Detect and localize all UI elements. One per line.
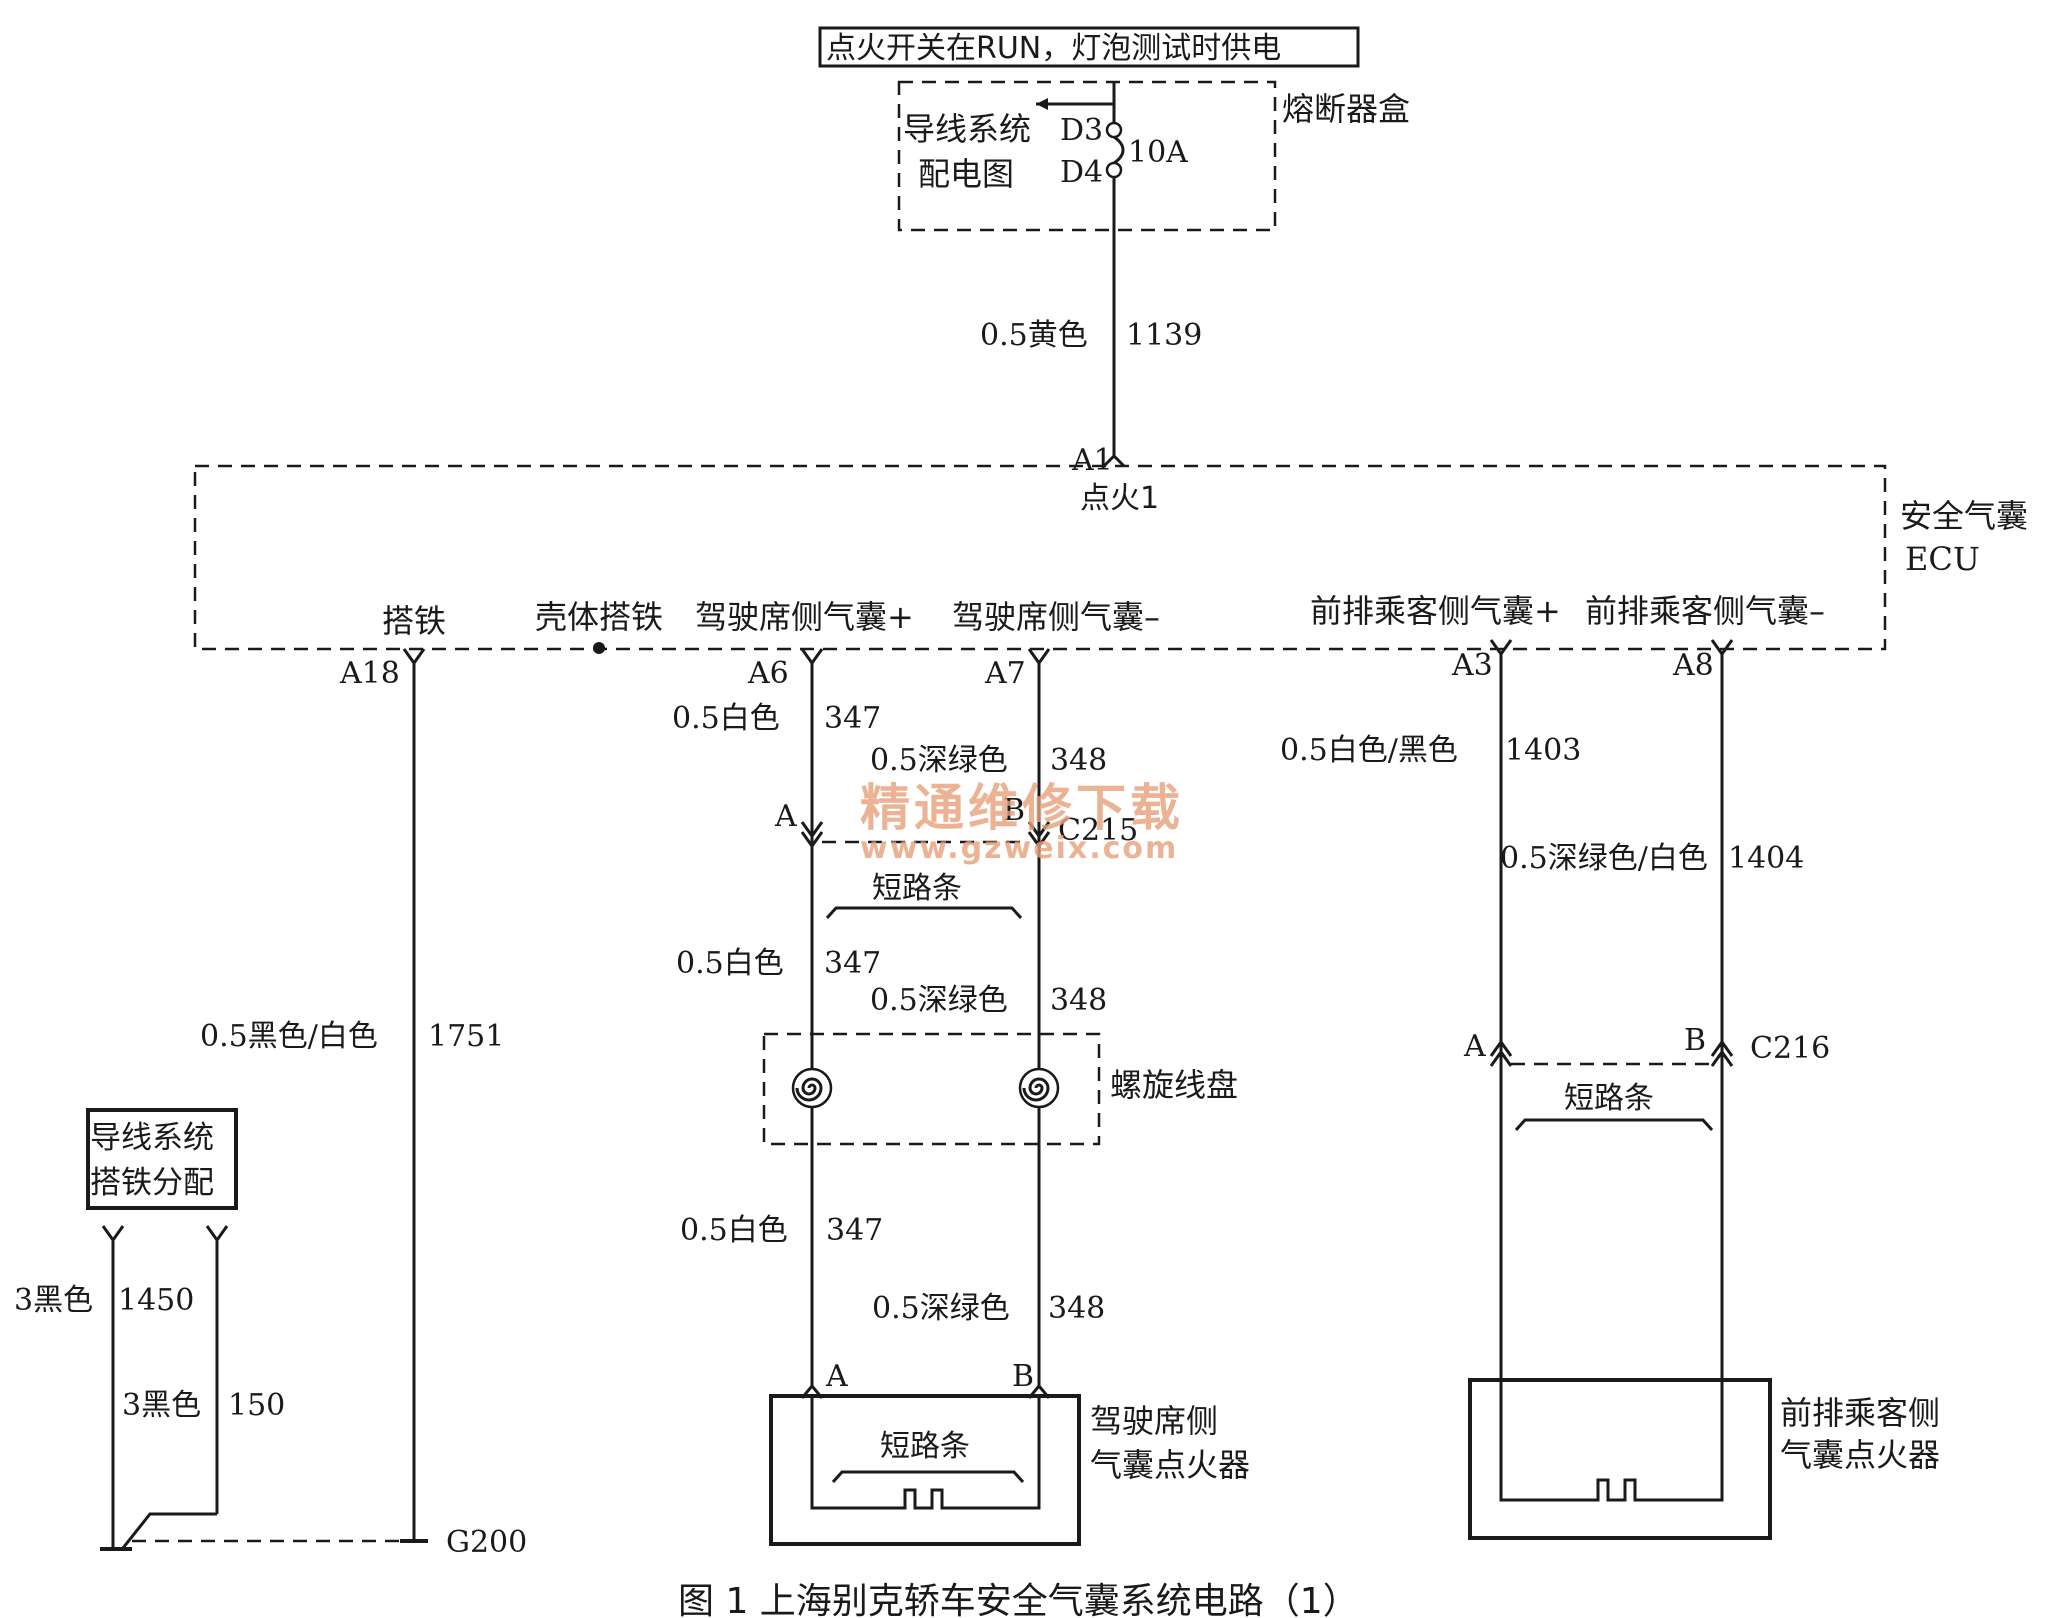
fuse-box: 熔断器盒 导线系统 配电图 D3 D4 10A <box>897 80 1410 232</box>
wire-348-b-circuit: 348 <box>1050 983 1107 1018</box>
wire-348-a-color: 0.5深绿色 <box>870 743 1008 778</box>
ground-distribution-box: 导线系统 搭铁分配 3黑色 1450 3黑色 150 G200 <box>14 1108 527 1560</box>
c215-shorting-bar: 短路条 <box>872 871 962 906</box>
wire-1751: 0.5黑色/白色 1751 <box>200 663 504 1541</box>
header-power-text: 点火开关在RUN，灯泡测试时供电 <box>826 31 1281 66</box>
wire-1139-color: 0.5黄色 <box>980 318 1088 353</box>
driver-igniter-pin-b: B <box>1012 1359 1034 1394</box>
fuse-box-label: 熔断器盒 <box>1282 90 1410 128</box>
wire-1404-circuit: 1404 <box>1728 841 1804 876</box>
ecu-pass-minus: 前排乘客侧气囊– <box>1585 592 1825 630</box>
airbag-ecu: 安全气囊 ECU A1 点火1 搭铁 壳体搭铁 驾驶席侧气囊+ 驾驶席侧气囊– … <box>193 443 2028 691</box>
driver-igniter-squib-icon <box>810 1428 1041 1510</box>
passenger-igniter-box <box>1468 1378 1772 1540</box>
watermark-line1: 精通维修下载 <box>860 779 1184 837</box>
c215-name: C215 <box>1058 813 1138 848</box>
figure-caption: 图 1 上海别克轿车安全气囊系统电路（1） <box>678 1581 1359 1618</box>
wire-347-a-color: 0.5白色 <box>672 701 780 736</box>
driver-igniter-pin-a: A <box>825 1359 848 1394</box>
clock-spring-coil-left-icon <box>791 1067 833 1109</box>
c216-pin-a: A <box>1463 1029 1486 1064</box>
driver-igniter-box <box>769 1394 1081 1546</box>
wire-347-a-circuit: 347 <box>824 701 881 736</box>
c216-name: C216 <box>1750 1031 1830 1066</box>
ecu-pin-a6: A6 <box>747 656 789 691</box>
shorting-bar-bracket <box>831 1470 1025 1484</box>
driver-igniter-line1: 驾驶席侧 <box>1090 1402 1218 1440</box>
ground-point-g200: G200 <box>446 1525 527 1560</box>
wire-150-circuit: 150 <box>228 1388 285 1423</box>
connector-icon <box>1102 453 1126 468</box>
ecu-ignition: 点火1 <box>1080 481 1159 516</box>
clock-spring-coil-right-icon <box>1018 1067 1060 1109</box>
shorting-bar-bracket <box>1514 1118 1714 1132</box>
wire-347-c-color: 0.5白色 <box>680 1213 788 1248</box>
wire-1404-color: 0.5深绿色/白色 <box>1500 841 1708 876</box>
pass-igniter-line2: 气囊点火器 <box>1780 1436 1940 1474</box>
ecu-label-line2: ECU <box>1905 540 1980 578</box>
wire-1751-color: 0.5黑色/白色 <box>200 1019 378 1054</box>
fuse-pin-d4: D4 <box>1060 155 1103 190</box>
fuse-box-line1: 导线系统 <box>903 110 1031 148</box>
ground-dist-line1: 导线系统 <box>90 1120 214 1156</box>
clock-spring-label: 螺旋线盘 <box>1110 1066 1238 1104</box>
wire-1403-circuit: 1403 <box>1505 733 1581 768</box>
wire-1751-circuit: 1751 <box>428 1019 504 1054</box>
wire-347-b-color: 0.5白色 <box>676 946 784 981</box>
ecu-pin-a7: A7 <box>984 656 1026 691</box>
wire-347-b-circuit: 347 <box>824 946 881 981</box>
wire-348-c-color: 0.5深绿色 <box>872 1291 1010 1326</box>
driver-igniter-shorting-bar: 短路条 <box>880 1429 970 1464</box>
fuse-box-line2: 配电图 <box>918 155 1014 193</box>
wire-1403-color: 0.5白色/黑色 <box>1280 733 1458 768</box>
fuse-rating: 10A <box>1128 135 1188 170</box>
ecu-driver-plus: 驾驶席侧气囊+ <box>695 598 914 636</box>
ecu-ground: 搭铁 <box>382 602 446 640</box>
ecu-pin-a3: A3 <box>1451 648 1493 683</box>
driver-igniter-line2: 气囊点火器 <box>1090 1446 1250 1484</box>
ecu-driver-minus: 驾驶席侧气囊– <box>952 598 1160 636</box>
ground-dist-line2: 搭铁分配 <box>90 1165 214 1201</box>
fuse-pin-d3: D3 <box>1060 113 1103 148</box>
header-power-box: 点火开关在RUN，灯泡测试时供电 <box>818 26 1360 68</box>
wire-1139: 0.5黄色 1139 <box>980 177 1202 458</box>
c215-pin-a: A <box>774 799 797 834</box>
c216-pin-b: B <box>1684 1023 1706 1058</box>
wire-1450-color: 3黑色 <box>14 1283 93 1318</box>
ecu-case-ground: 壳体搭铁 <box>535 598 663 636</box>
wire-150-color: 3黑色 <box>122 1388 201 1423</box>
ecu-pin-a8: A8 <box>1672 648 1714 683</box>
shorting-bar-bracket <box>825 906 1023 920</box>
passenger-circuit: 0.5白色/黑色 1403 0.5深绿色/白色 1404 A B C216 短路… <box>1280 654 1940 1540</box>
fuse-icon <box>1105 121 1123 139</box>
c215-pin-b: B <box>1003 793 1025 828</box>
wire-1139-circuit: 1139 <box>1126 318 1202 353</box>
wire-1450-circuit: 1450 <box>118 1283 194 1318</box>
wire-348-b-color: 0.5深绿色 <box>870 983 1008 1018</box>
ecu-pin-a1: A1 <box>1071 443 1113 478</box>
watermark: 精通维修下载 www.gzweix.com <box>860 779 1184 866</box>
case-ground-dot <box>593 642 605 654</box>
passenger-igniter-squib-icon <box>1499 1380 1724 1502</box>
ecu-pin-a18: A18 <box>339 656 400 691</box>
driver-circuit: 0.5白色 347 0.5深绿色 348 A B C215 短路条 0.5白色 … <box>672 663 1250 1546</box>
pass-igniter-line1: 前排乘客侧 <box>1780 1394 1940 1432</box>
ecu-label-line1: 安全气囊 <box>1900 497 2028 535</box>
ecu-pass-plus: 前排乘客侧气囊+ <box>1310 592 1561 630</box>
wire-348-c-circuit: 348 <box>1048 1291 1105 1326</box>
watermark-line2: www.gzweix.com <box>860 831 1178 866</box>
wire-347-c-circuit: 347 <box>826 1213 883 1248</box>
wire-348-a-circuit: 348 <box>1050 743 1107 778</box>
c216-shorting-bar: 短路条 <box>1564 1081 1654 1116</box>
